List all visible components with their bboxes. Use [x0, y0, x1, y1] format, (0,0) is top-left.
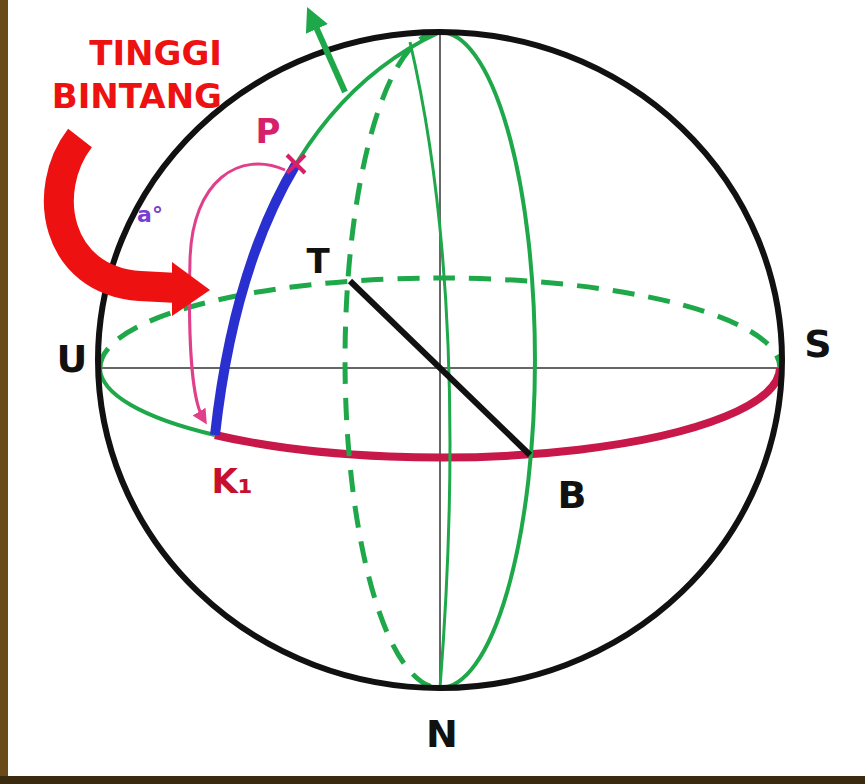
callout-arrowhead	[172, 262, 210, 316]
angle-label: a°	[137, 203, 163, 227]
frame-strip	[0, 776, 865, 784]
star-vertical-circle	[215, 32, 440, 435]
radius-line	[350, 281, 530, 455]
meridian-front	[440, 32, 535, 688]
frame-strip	[0, 0, 8, 784]
point-letter: B	[558, 475, 587, 517]
callout-label: TINGGI BINTANG	[40, 32, 222, 117]
meridian-back	[345, 32, 440, 688]
point-letter: S	[804, 324, 831, 366]
point-letter: K₁	[211, 463, 252, 500]
callout-arrow	[59, 138, 178, 288]
point-letter: U	[57, 339, 88, 381]
vertical-circle	[410, 42, 450, 688]
point-letter: N	[426, 714, 458, 756]
azimuth-arc	[215, 368, 780, 458]
celestial-sphere-outline	[98, 32, 782, 688]
altitude-arc	[215, 165, 296, 435]
vertical-axis	[439, 32, 441, 688]
star-mark	[287, 155, 305, 173]
pointer-arrow	[312, 18, 345, 92]
point-letter: T	[306, 243, 329, 280]
star-letter: P	[256, 113, 281, 150]
